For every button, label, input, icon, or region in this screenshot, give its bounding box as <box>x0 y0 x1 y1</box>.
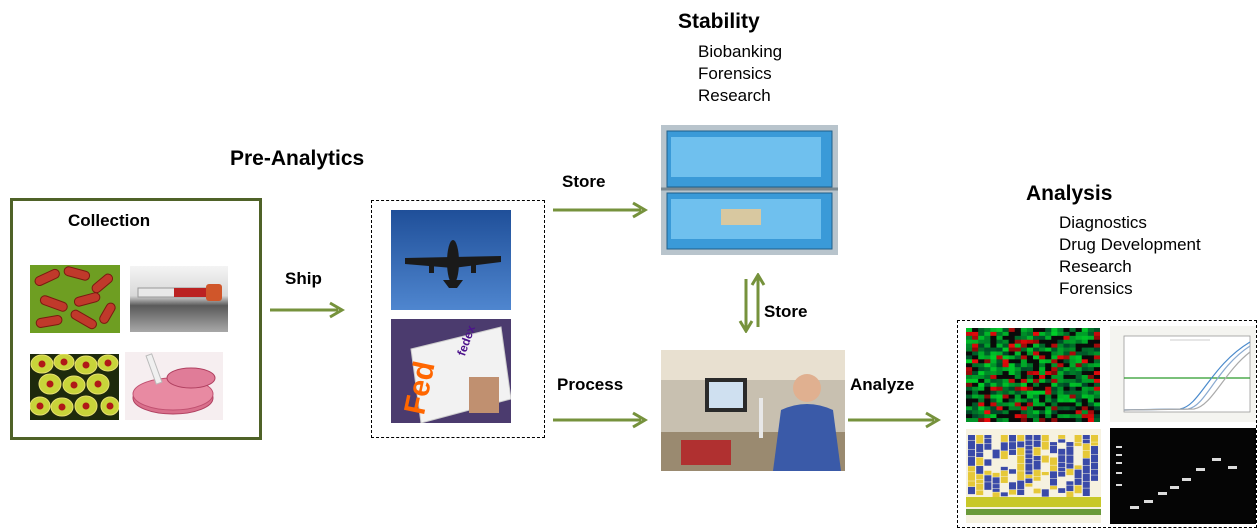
airplane-image <box>391 210 511 310</box>
process-label: Process <box>557 375 624 394</box>
analysis-item: Diagnostics <box>1059 213 1147 232</box>
stability-list: Biobanking Forensics Research <box>698 41 782 107</box>
ship-arrow <box>270 301 345 319</box>
analyze-label: Analyze <box>850 375 915 394</box>
blood-tube-image <box>130 266 228 332</box>
heatmap-image <box>966 328 1100 422</box>
fedex-courier-image: Fed fedex <box>391 319 511 423</box>
bacteria-image <box>30 265 120 333</box>
cells-image <box>30 354 119 420</box>
analyze-arrow <box>848 411 941 429</box>
stability-item: Biobanking <box>698 42 783 61</box>
analysis-item: Drug Development <box>1059 235 1201 254</box>
collection-title: Collection <box>68 211 151 230</box>
lab-scientist-image <box>661 350 845 471</box>
pre-analytics-box <box>371 200 545 438</box>
analysis-list: Diagnostics Drug Development Research Fo… <box>1059 212 1201 300</box>
analysis-title: Analysis <box>1026 182 1113 205</box>
store-top-arrow <box>553 201 648 219</box>
storage-freezer-image <box>661 125 838 255</box>
analysis-item: Forensics <box>1059 279 1133 298</box>
pre-analytics-title: Pre-Analytics <box>230 147 365 170</box>
analysis-item: Research <box>1059 257 1132 276</box>
petri-dish-image <box>125 352 223 420</box>
stability-item: Research <box>698 86 771 105</box>
sequencing-trace-image <box>966 429 1101 523</box>
store-vertical-arrows <box>738 273 766 333</box>
store-vertical-label: Store <box>764 302 808 321</box>
ship-label: Ship <box>285 269 322 288</box>
stability-item: Forensics <box>698 64 772 83</box>
process-arrow <box>553 411 648 429</box>
qpcr-curve-image <box>1110 326 1256 422</box>
gel-electrophoresis-image <box>1110 428 1256 524</box>
collection-box <box>10 198 262 440</box>
store-top-label: Store <box>562 172 606 191</box>
stability-title: Stability <box>678 10 760 33</box>
